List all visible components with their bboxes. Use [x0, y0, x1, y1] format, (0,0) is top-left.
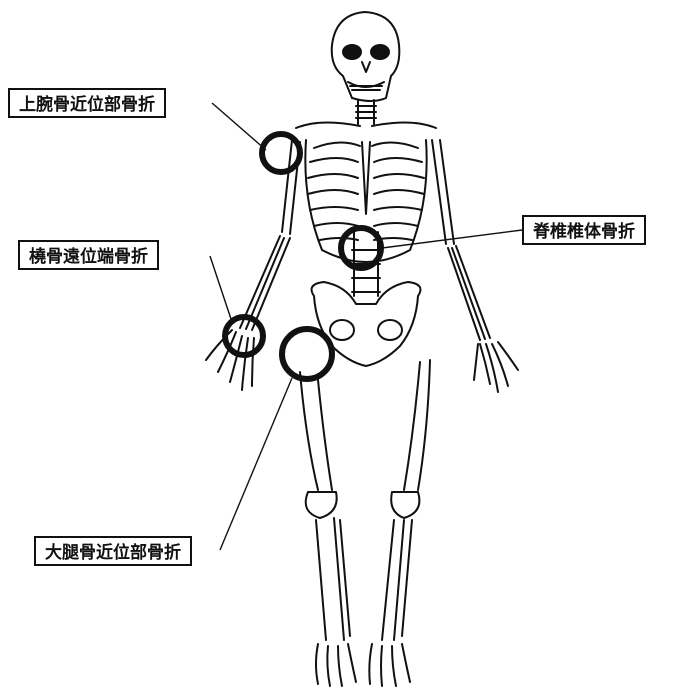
label-humerus-fracture: 上腕骨近位部骨折 [8, 88, 166, 118]
label-radius-fracture: 橈骨遠位端骨折 [18, 240, 159, 270]
fracture-circles [225, 134, 381, 379]
label-femur-fracture: 大腿骨近位部骨折 [34, 536, 192, 566]
leader-femur [220, 378, 292, 550]
fracture-circle-radius [225, 317, 263, 355]
label-spine-fracture: 脊椎椎体骨折 [522, 215, 646, 245]
fracture-circle-femur [282, 329, 332, 379]
skeleton-icon [206, 12, 518, 686]
leader-radius [210, 256, 232, 322]
leader-humerus [212, 103, 266, 150]
fracture-circle-humerus [262, 134, 300, 172]
